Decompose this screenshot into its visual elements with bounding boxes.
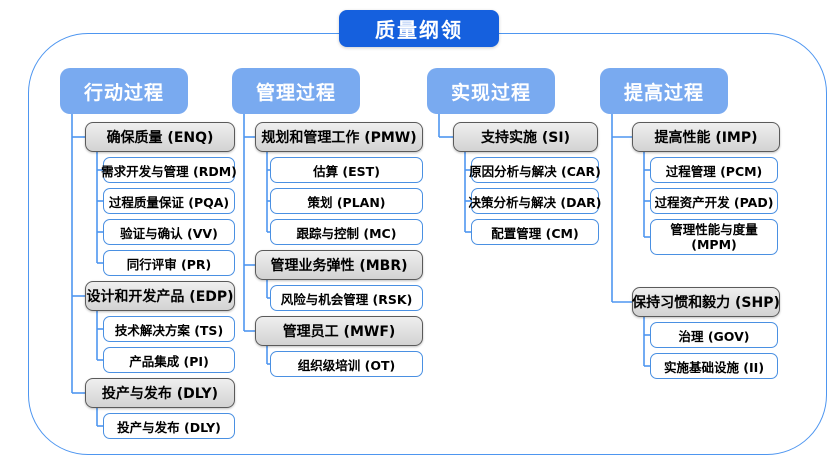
process-group-box-mbr: 管理业务弹性 (MBR) [255, 250, 423, 280]
practice-box-vv: 验证与确认 (VV) [103, 219, 235, 245]
group-list: 规划和管理工作 (PMW) 估算 (EST) 策划 (PLAN) 跟踪与控制 (… [232, 122, 423, 377]
process-group-box-enq: 确保质量 (ENQ) [85, 122, 235, 152]
process-group: 管理业务弹性 (MBR) 风险与机会管理 (RSK) [232, 250, 423, 311]
process-group-box-shp: 保持习惯和毅力 (SHP) [632, 287, 780, 317]
column-header-realization: 实现过程 [427, 68, 555, 114]
practice-box-dly: 投产与发布 (DLY) [103, 413, 235, 439]
practice-list: 过程管理 (PCM) 过程资产开发 (PAD) 管理性能与度量 (MPM) [600, 157, 780, 255]
practice-box-dar: 决策分析与解决 (DAR) [469, 188, 601, 214]
practice-box-ts: 技术解决方案 (TS) [103, 316, 235, 342]
process-column-realization: 实现过程 支持实施 (SI) 原因分析与解决 (CAR) 决策分析与解决 (DA… [427, 68, 601, 245]
group-list: 支持实施 (SI) 原因分析与解决 (CAR) 决策分析与解决 (DAR) 配置… [427, 122, 601, 245]
practice-box-cm: 配置管理 (CM) [471, 219, 599, 245]
practice-list: 原因分析与解决 (CAR) 决策分析与解决 (DAR) 配置管理 (CM) [427, 157, 601, 245]
process-group: 管理员工 (MWF) 组织级培训 (OT) [232, 316, 423, 377]
process-group-box-mwf: 管理员工 (MWF) [255, 316, 423, 346]
column-header-action: 行动过程 [60, 68, 188, 114]
practice-box-ii: 实施基础设施 (II) [650, 353, 778, 379]
process-group: 规划和管理工作 (PMW) 估算 (EST) 策划 (PLAN) 跟踪与控制 (… [232, 122, 423, 245]
practice-list: 技术解决方案 (TS) 产品集成 (PI) [60, 316, 235, 373]
practice-box-rdm: 需求开发与管理 (RDM) [101, 157, 237, 183]
practice-box-plan: 策划 (PLAN) [270, 188, 423, 214]
practice-list: 组织级培训 (OT) [232, 351, 423, 377]
process-group: 设计和开发产品 (EDP) 技术解决方案 (TS) 产品集成 (PI) [60, 281, 235, 373]
process-group-box-edp: 设计和开发产品 (EDP) [85, 281, 235, 311]
group-list: 提高性能 (IMP) 过程管理 (PCM) 过程资产开发 (PAD) 管理性能与… [600, 122, 780, 379]
process-column-improvement: 提高过程 提高性能 (IMP) 过程管理 (PCM) 过程资产开发 (PAD) … [600, 68, 780, 379]
practice-box-pr: 同行评审 (PR) [103, 250, 235, 276]
process-group: 投产与发布 (DLY) 投产与发布 (DLY) [60, 378, 235, 439]
practice-list: 风险与机会管理 (RSK) [232, 285, 423, 311]
process-group: 支持实施 (SI) 原因分析与解决 (CAR) 决策分析与解决 (DAR) 配置… [427, 122, 601, 245]
process-group-box-pmw: 规划和管理工作 (PMW) [255, 122, 423, 152]
practice-box-gov: 治理 (GOV) [650, 322, 778, 348]
practice-box-pcm: 过程管理 (PCM) [650, 157, 778, 183]
practice-box-mc: 跟踪与控制 (MC) [270, 219, 423, 245]
process-group-box-si: 支持实施 (SI) [453, 122, 598, 152]
group-list: 确保质量 (ENQ) 需求开发与管理 (RDM) 过程质量保证 (PQA) 验证… [60, 122, 237, 439]
process-group: 确保质量 (ENQ) 需求开发与管理 (RDM) 过程质量保证 (PQA) 验证… [60, 122, 237, 276]
practice-list: 治理 (GOV) 实施基础设施 (II) [600, 322, 780, 379]
process-group: 提高性能 (IMP) 过程管理 (PCM) 过程资产开发 (PAD) 管理性能与… [600, 122, 780, 255]
process-column-management: 管理过程 规划和管理工作 (PMW) 估算 (EST) 策划 (PLAN) 跟踪… [232, 68, 423, 377]
column-header-management: 管理过程 [232, 68, 360, 114]
practice-list: 估算 (EST) 策划 (PLAN) 跟踪与控制 (MC) [232, 157, 423, 245]
practice-box-ot: 组织级培训 (OT) [270, 351, 423, 377]
process-column-action: 行动过程 确保质量 (ENQ) 需求开发与管理 (RDM) 过程质量保证 (PQ… [60, 68, 237, 439]
practice-list: 投产与发布 (DLY) [60, 413, 235, 439]
process-group: 保持习惯和毅力 (SHP) 治理 (GOV) 实施基础设施 (II) [600, 287, 780, 379]
practice-box-pad: 过程资产开发 (PAD) [650, 188, 778, 214]
process-group-box-imp: 提高性能 (IMP) [632, 122, 780, 152]
practice-box-est: 估算 (EST) [270, 157, 423, 183]
practice-box-pqa: 过程质量保证 (PQA) [103, 188, 235, 214]
practice-list: 需求开发与管理 (RDM) 过程质量保证 (PQA) 验证与确认 (VV) 同行… [60, 157, 237, 276]
practice-box-rsk: 风险与机会管理 (RSK) [270, 285, 423, 311]
process-group-box-dly: 投产与发布 (DLY) [85, 378, 235, 408]
practice-box-mpm: 管理性能与度量 (MPM) [650, 219, 778, 255]
practice-box-pi: 产品集成 (PI) [103, 347, 235, 373]
diagram-title: 质量纲领 [339, 10, 499, 47]
column-header-improvement: 提高过程 [600, 68, 728, 114]
practice-box-car: 原因分析与解决 (CAR) [469, 157, 601, 183]
